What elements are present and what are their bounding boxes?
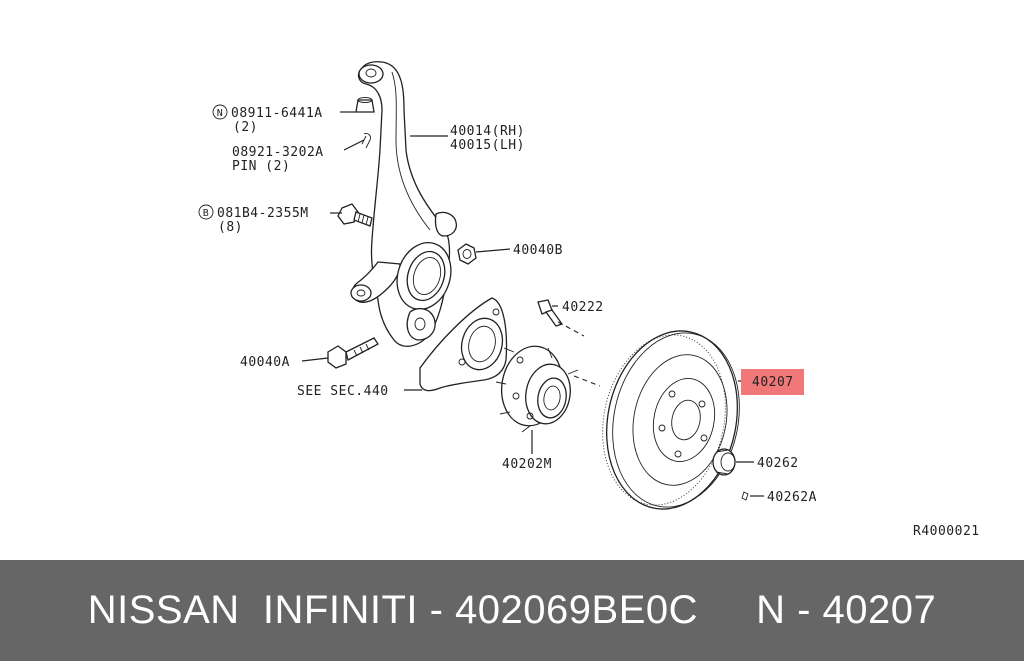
label-see-sec: SEE SEC.440 [297,384,389,399]
label-pin-qty: PIN (2) [232,159,290,174]
highlight-box [741,369,804,395]
bolt-081B4-2355M [337,203,373,227]
diagram-ref-code: R4000021 [913,524,980,539]
label-knuckle-lh: 40015(LH) [450,138,525,153]
label-pin-part: 08921-3202A [232,145,324,160]
n-symbol-icon: N [212,104,228,120]
label-40262: 40262 [757,456,799,471]
steering-knuckle [350,61,458,347]
nut-40040B [457,243,477,265]
label-nut-qty: (2) [233,120,258,135]
pin-40262A [741,491,749,501]
svg-text:B: B [203,208,210,219]
grease-cap-40262 [712,448,736,476]
label-bolt-qty: (8) [218,220,243,235]
label-40222: 40222 [562,300,604,315]
label-40262a: 40262A [767,490,817,505]
label-bolt-part: 081B4-2355M [217,206,309,221]
label-40202m: 40202M [502,457,552,472]
label-knuckle-rh: 40014(RH) [450,124,525,139]
parts-diagram: N B 08911-6441A (2) 08921-3202A PIN (2) … [198,61,980,539]
label-40040a: 40040A [240,355,290,370]
label-40040b: 40040B [513,243,563,258]
b-symbol-icon: B [198,204,214,220]
wheel-hub [495,345,579,433]
nut-08911-6441A [355,97,375,113]
bolt-40040A [327,337,379,369]
brake-rotor [602,330,740,510]
label-nut-part: 08911-6441A [231,106,323,121]
label-40207: 40207 [752,375,794,390]
footer-bar: NISSAN INFINITI - 402069BE0C N - 40207 [0,560,1024,661]
footer-part-number: NISSAN INFINITI - 402069BE0C N - 40207 [87,588,937,632]
svg-text:N: N [217,108,224,119]
backing-plate [419,297,508,392]
